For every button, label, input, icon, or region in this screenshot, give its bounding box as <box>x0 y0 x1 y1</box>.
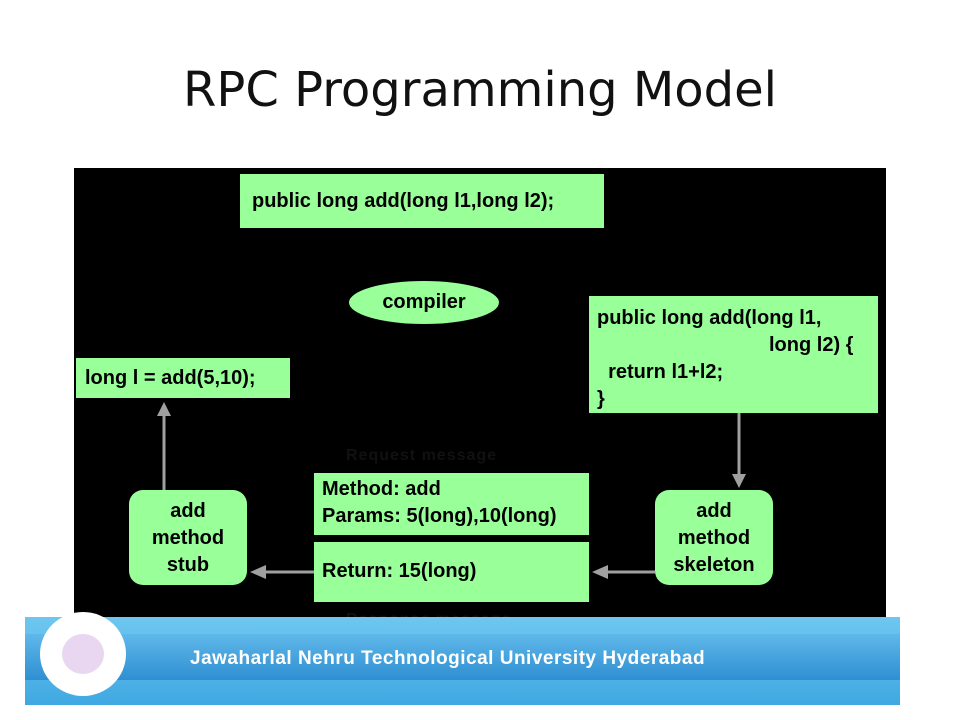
server-implementation-box: public long add(long l1, long l2) { retu… <box>589 296 878 413</box>
method-skeleton-box: add method skeleton <box>655 490 773 585</box>
response-message-box: Return: 15(long) <box>314 542 589 602</box>
slide-title: RPC Programming Model <box>183 62 777 118</box>
stub-line-1: add <box>170 500 206 522</box>
skeleton-to-response-arrow <box>592 565 655 579</box>
server-impl-line-4: } <box>597 388 605 410</box>
diagram-arrows <box>157 402 746 579</box>
stub-line-3: stub <box>166 554 210 576</box>
request-line-params: Params: 5(long),10(long) <box>322 505 557 527</box>
university-logo <box>40 612 126 696</box>
compiler-ellipse: compiler <box>349 281 499 324</box>
impl-to-skeleton-arrow <box>732 413 746 488</box>
request-line-method: Method: add <box>322 478 441 500</box>
skeleton-line-1: add <box>696 500 732 522</box>
footer-stripe <box>25 634 900 680</box>
skeleton-line-3: skeleton <box>673 554 755 576</box>
method-stub-box: add method stub <box>129 490 247 585</box>
request-message-label: Request message <box>346 447 498 464</box>
stub-to-call-arrow <box>157 402 171 490</box>
client-call-text: long l = add(5,10); <box>85 367 256 389</box>
response-line-return: Return: 15(long) <box>322 560 477 582</box>
request-message-box: Method: add Params: 5(long),10(long) <box>314 473 589 535</box>
university-name: Jawaharlal Nehru Technological Universit… <box>190 648 706 669</box>
rpc-diagram: public long add(long l1,long l2); compil… <box>74 168 886 642</box>
server-impl-line-3: return l1+l2; <box>597 361 724 383</box>
client-call-box: long l = add(5,10); <box>76 358 290 398</box>
interface-declaration-box: public long add(long l1,long l2); <box>240 174 604 228</box>
response-to-stub-arrow <box>250 565 314 579</box>
interface-declaration-text: public long add(long l1,long l2); <box>252 190 555 212</box>
skeleton-line-2: method <box>677 527 751 549</box>
server-impl-line-2: long l2) { <box>769 334 854 356</box>
server-impl-line-1: public long add(long l1, <box>597 307 822 329</box>
logo-emblem-icon <box>62 634 104 674</box>
stub-line-2: method <box>151 527 225 549</box>
compiler-label: compiler <box>382 291 466 313</box>
